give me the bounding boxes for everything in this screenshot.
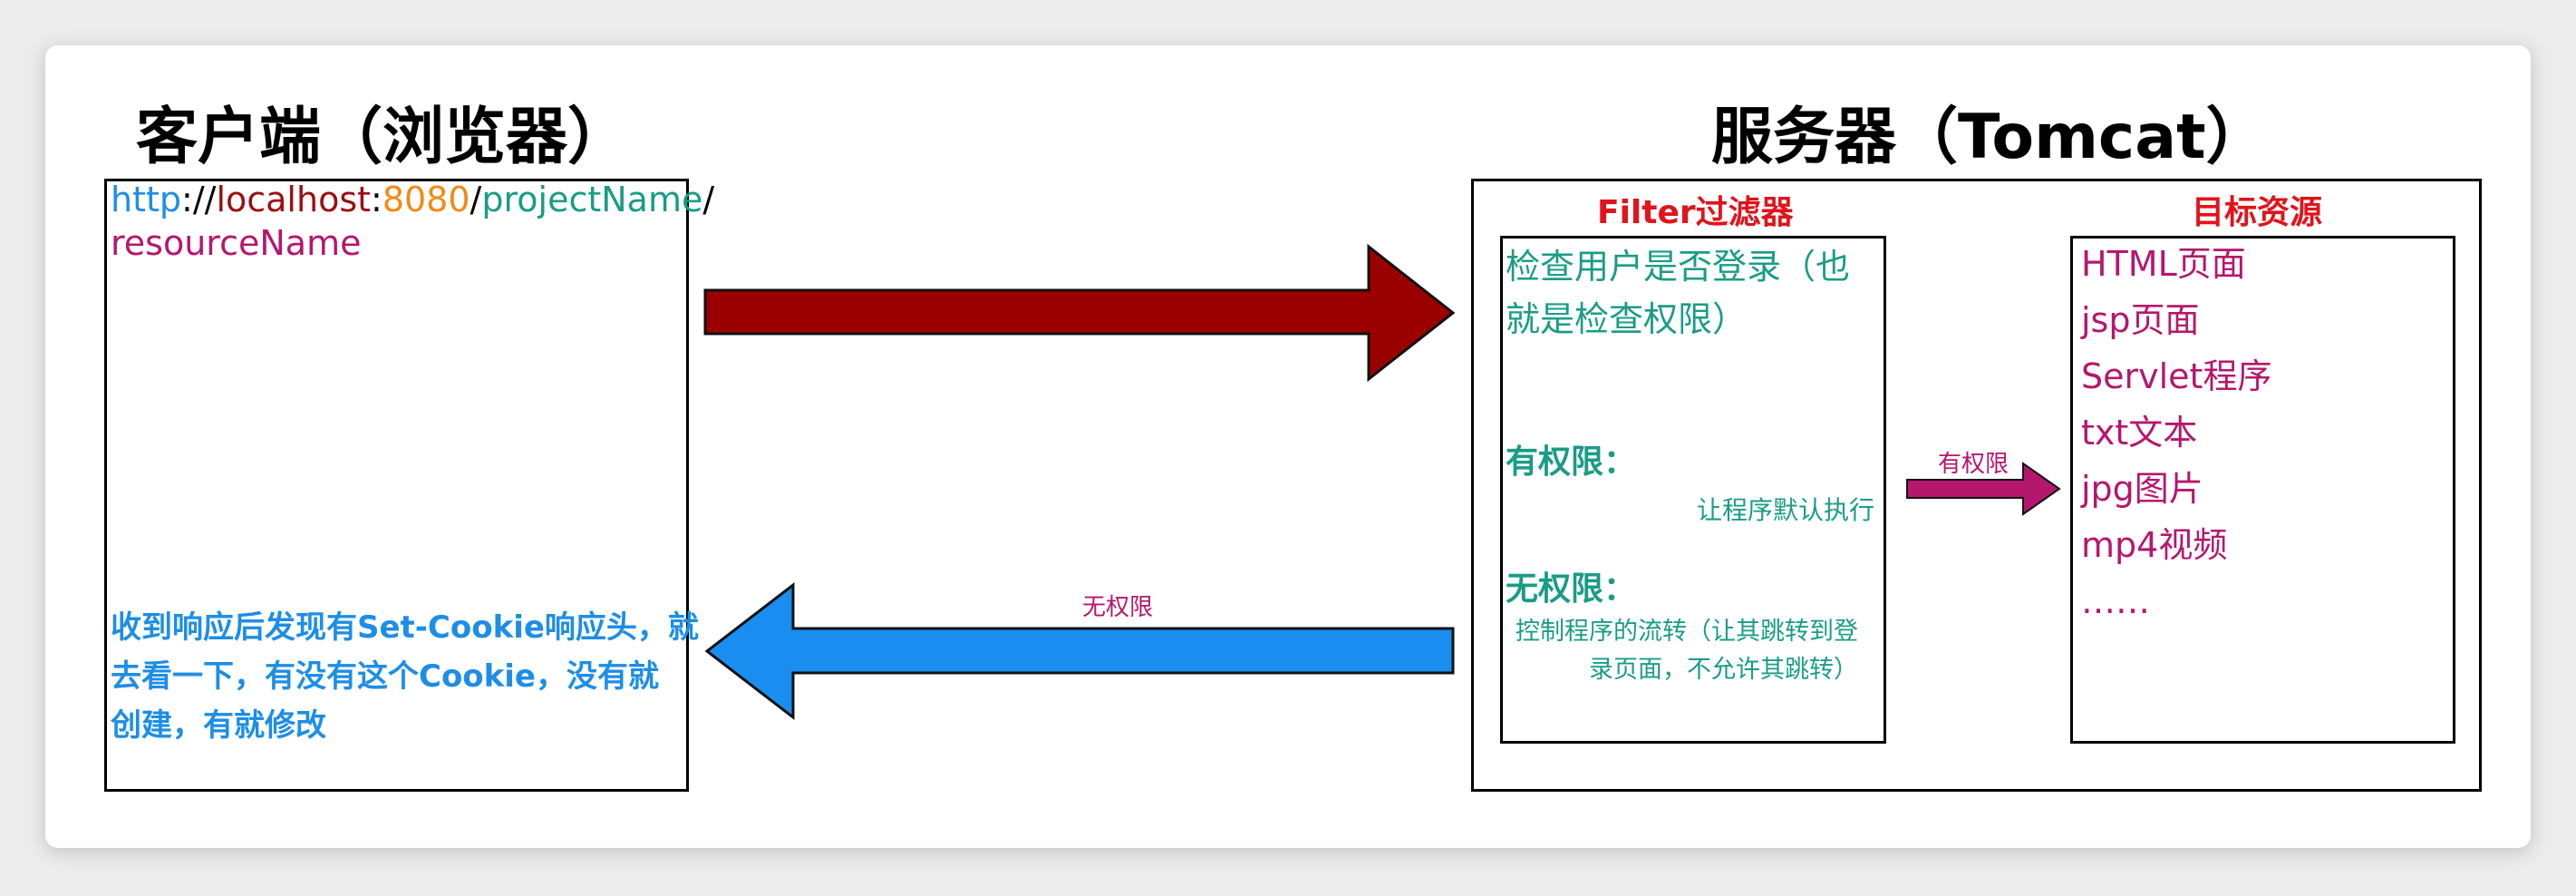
target-item-jsp: jsp页面	[2081, 300, 2200, 340]
url-host: localhost	[216, 180, 372, 219]
target-item-servlet: Servlet程序	[2081, 356, 2272, 396]
target-title: 目标资源	[2192, 194, 2323, 231]
forward-arrow-label: 有权限	[1938, 451, 2009, 478]
filter-title: Filter过滤器	[1597, 194, 1794, 231]
client-title: 客户端（浏览器）	[136, 102, 630, 173]
response-note-line: 创建，有就修改	[111, 707, 326, 744]
url-separator: /	[470, 180, 482, 219]
back-arrow-label: 无权限	[1082, 594, 1154, 621]
filter-check-text: 检查用户是否登录（也 就是检查权限）	[1506, 240, 1850, 346]
target-item-txt: txt文本	[2081, 413, 2198, 453]
url-project: projectName	[481, 180, 703, 219]
target-item-more: ……	[2081, 581, 2150, 621]
url-resource: resourceName	[111, 223, 362, 263]
filter-box	[1500, 236, 1886, 744]
target-item-jpg: jpg图片	[2081, 469, 2203, 509]
server-title: 服务器（Tomcat）	[1711, 102, 2268, 173]
url-separator: /	[702, 180, 715, 219]
permission-arrow	[1906, 462, 2061, 516]
url-separator: ://	[181, 180, 217, 219]
target-item-mp4: mp4视频	[2081, 525, 2228, 565]
response-note: 收到响应后发现有Set-Cookie响应头，就 去看一下，有没有这个Cookie…	[111, 603, 699, 750]
filter-check-line: 检查用户是否登录（也	[1506, 247, 1851, 287]
request-url: http://localhost:8080/projectName/	[111, 178, 714, 221]
target-box	[2070, 236, 2455, 744]
url-port: 8080	[382, 180, 470, 219]
filter-check-line: 就是检查权限）	[1506, 299, 1748, 339]
no-permission-desc: 控制程序的流转（让其跳转到登 录页面，不允许其跳转）	[1516, 613, 1858, 689]
has-permission-desc: 让程序默认执行	[1697, 495, 1875, 525]
target-item-html: HTML页面	[2081, 244, 2246, 284]
has-permission-label: 有权限：	[1506, 443, 1637, 481]
client-box	[104, 179, 689, 792]
url-separator: :	[371, 180, 383, 219]
no-permission-desc-line: 录页面，不允许其跳转）	[1589, 656, 1858, 684]
no-permission-desc-line: 控制程序的流转（让其跳转到登	[1516, 618, 1858, 646]
target-list: HTML页面 jsp页面 Servlet程序 txt文本 jpg图片 mp4视频…	[2081, 236, 2271, 629]
url-scheme: http	[111, 180, 182, 219]
response-note-line: 收到响应后发现有Set-Cookie响应头，就	[111, 609, 699, 646]
request-arrow	[703, 243, 1456, 383]
no-permission-label: 无权限：	[1506, 570, 1637, 608]
response-note-line: 去看一下，有没有这个Cookie，没有就	[111, 658, 659, 695]
response-arrow	[704, 581, 1455, 721]
